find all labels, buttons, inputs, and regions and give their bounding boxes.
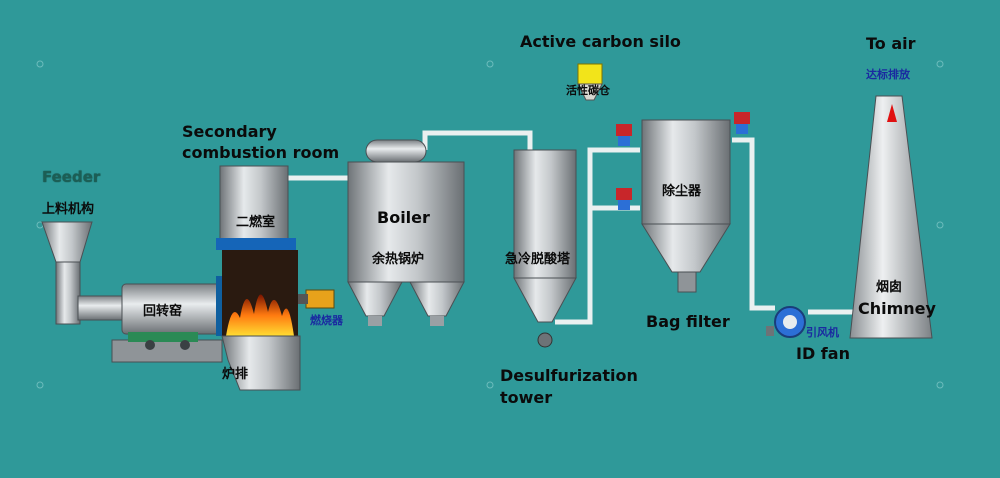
carbon-silo-label-zh: 活性碳仓	[566, 84, 610, 97]
to-air-label-en: To air	[866, 34, 916, 53]
secondary-combustion-label-en-2: combustion room	[182, 143, 340, 162]
to-air-label-zh: 达标排放	[866, 68, 910, 81]
boiler-label-zh: 余热锅炉	[372, 252, 425, 267]
secondary-combustion-label-en-1: Secondary	[182, 122, 277, 141]
secondary-combustion-chamber	[216, 165, 301, 391]
grate-label-zh: 炉排	[222, 367, 249, 382]
id-fan-label-zh: 引风机	[806, 326, 839, 339]
secondary-combustion-label-zh: 二燃室	[236, 215, 276, 230]
chimney	[849, 95, 933, 339]
id-fan-label-en: ID fan	[796, 344, 850, 363]
dust-collector-label-zh: 除尘器	[662, 184, 702, 199]
feeder-label-zh: 上料机构	[42, 202, 95, 217]
chimney-label-en: Chimney	[858, 299, 936, 318]
burner-label-zh: 燃烧器	[310, 314, 343, 327]
valves	[616, 112, 750, 210]
boiler-label-en: Boiler	[377, 208, 430, 227]
desulfurization-label-en-1: Desulfurization	[500, 366, 638, 385]
id-fan	[766, 306, 806, 338]
feeder-label-en: Feeder	[42, 168, 101, 186]
burner	[298, 289, 335, 309]
chimney-label-zh: 烟囱	[876, 280, 903, 295]
rotary-kiln	[111, 276, 228, 363]
feeder-hopper	[41, 221, 127, 325]
carbon-silo-label-en: Active carbon silo	[520, 32, 681, 51]
waste-heat-boiler	[347, 139, 465, 326]
bag-filter-label-en: Bag filter	[646, 312, 730, 331]
active-carbon-silo	[577, 63, 603, 101]
bag-filter	[641, 119, 731, 293]
desulfurization-label-zh: 急冷脱酸塔	[505, 252, 571, 267]
desulfurization-tower	[513, 149, 577, 348]
background-markers	[36, 60, 944, 389]
desulfurization-label-en-2: tower	[500, 388, 553, 407]
rotary-kiln-label-zh: 回转窑	[143, 304, 183, 319]
